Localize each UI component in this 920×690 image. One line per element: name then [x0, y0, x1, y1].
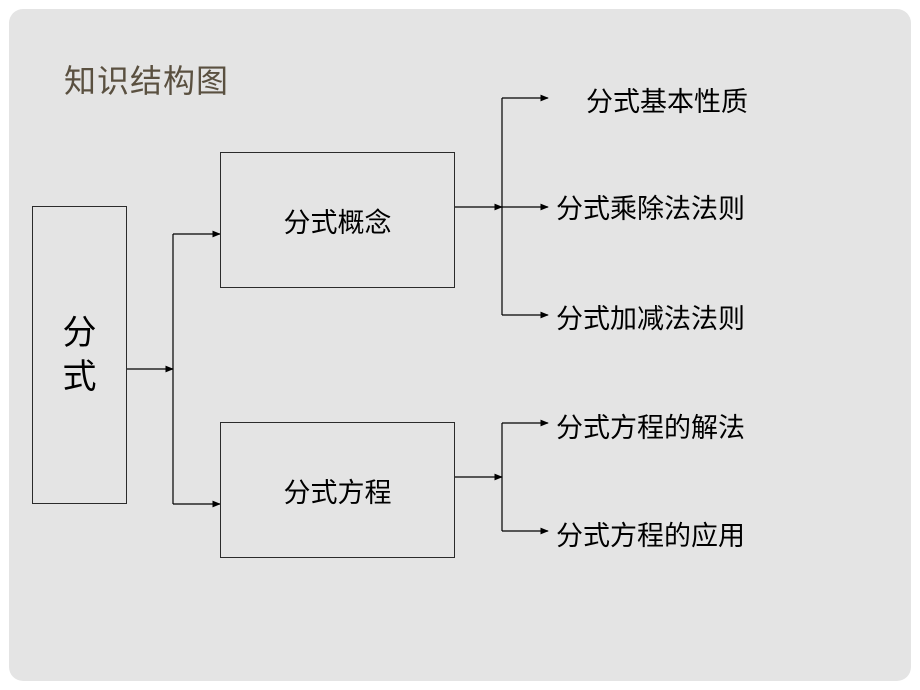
concept-child-3: 分式加减法法则 — [556, 304, 745, 335]
diagram-title: 知识结构图 — [64, 62, 230, 100]
slide-background — [9, 9, 911, 681]
concept-node: 分式概念 — [220, 152, 455, 288]
concept-child-1: 分式基本性质 — [586, 87, 748, 118]
root-node: 分 式 — [32, 206, 127, 504]
root-node-label-line2: 式 — [62, 357, 97, 397]
equation-node-label: 分式方程 — [283, 477, 392, 509]
concept-node-label: 分式概念 — [283, 207, 392, 239]
equation-child-1: 分式方程的解法 — [556, 413, 745, 444]
equation-node: 分式方程 — [220, 422, 455, 558]
concept-child-2: 分式乘除法法则 — [556, 194, 745, 225]
root-node-label-line1: 分 — [62, 313, 97, 353]
equation-child-2: 分式方程的应用 — [556, 521, 745, 552]
